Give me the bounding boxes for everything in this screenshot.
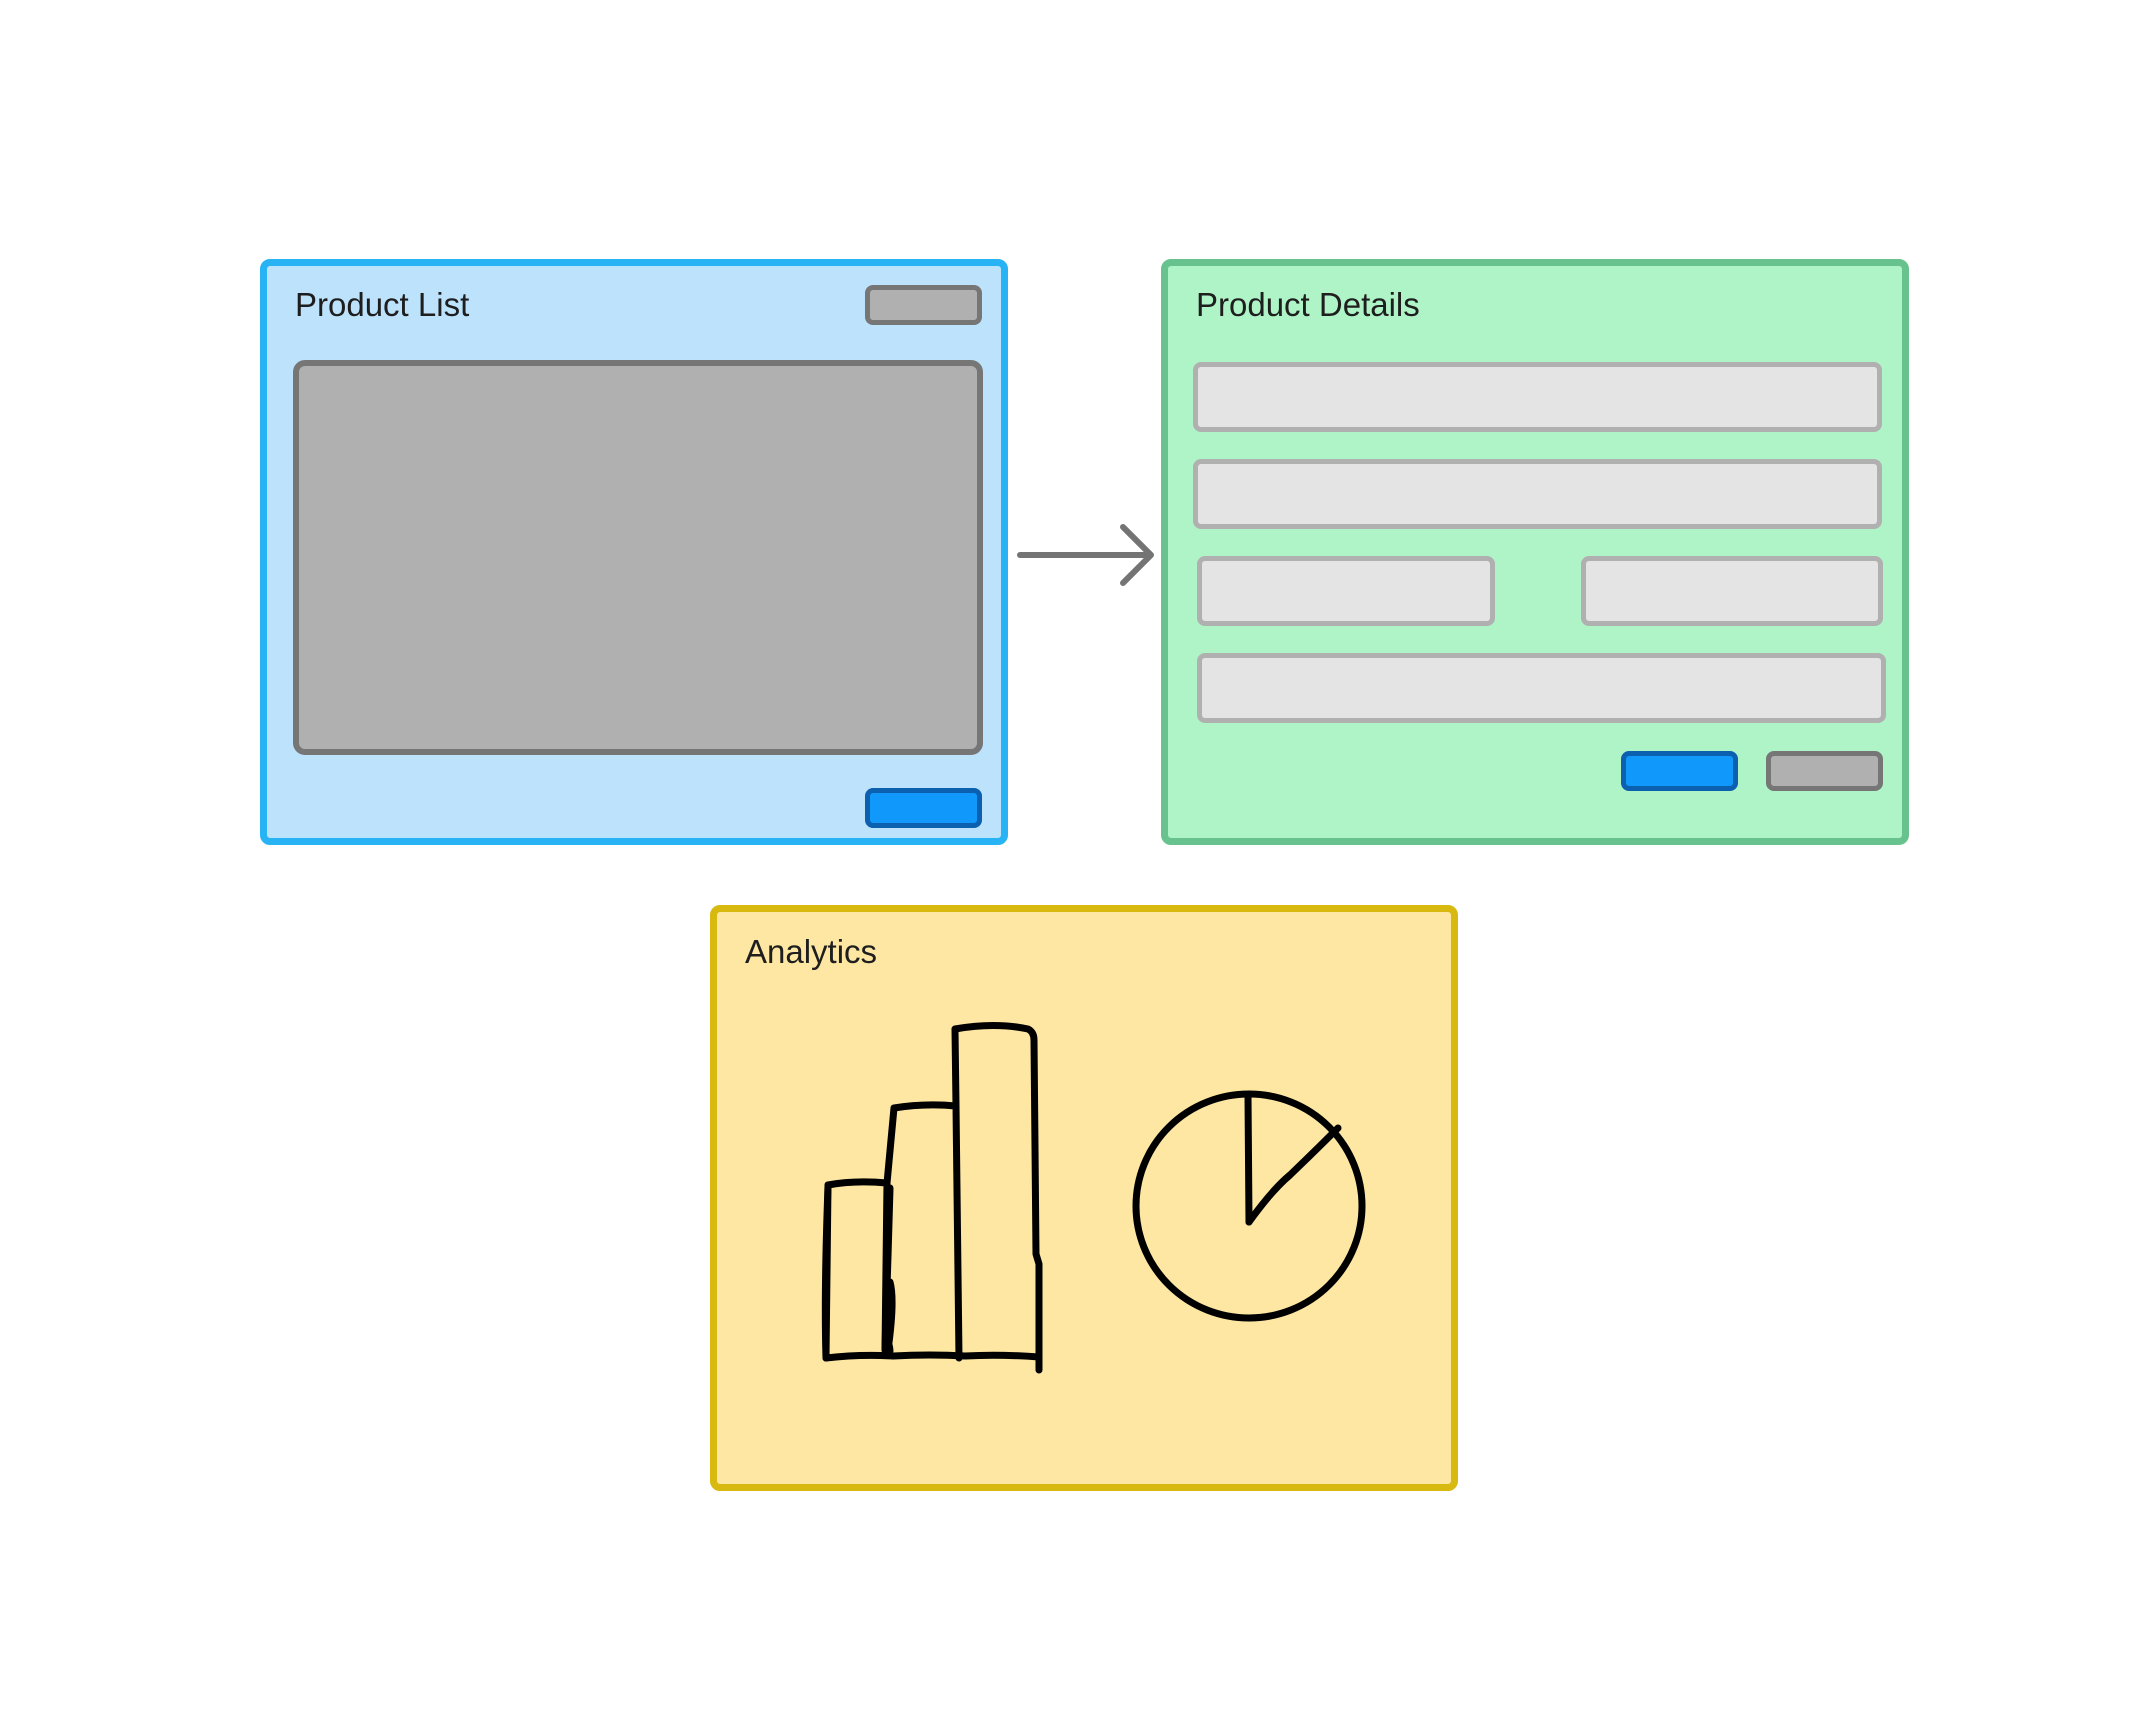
pie-chart-icon [1132,1090,1366,1322]
analytics-panel: Analytics [710,905,1458,1491]
details-cancel-button[interactable] [1766,751,1883,791]
details-field-1[interactable] [1193,362,1882,432]
flow-arrow-head [1120,524,1154,586]
details-field-3[interactable] [1197,556,1495,626]
product-details-title: Product Details [1196,286,1420,323]
details-field-4[interactable] [1581,556,1883,626]
details-field-2[interactable] [1193,459,1882,529]
list-primary-button[interactable] [865,788,982,828]
details-field-5[interactable] [1197,653,1886,723]
product-details-panel: Product Details [1161,259,1909,845]
product-list-title: Product List [295,286,470,323]
product-list-content-area [293,360,983,755]
list-header-button[interactable] [865,285,982,325]
product-list-panel: Product List [260,259,1008,845]
analytics-title: Analytics [745,933,878,970]
details-save-button[interactable] [1621,751,1738,791]
bar-chart-icon [821,1022,1043,1374]
flow-arrow [1017,524,1154,586]
